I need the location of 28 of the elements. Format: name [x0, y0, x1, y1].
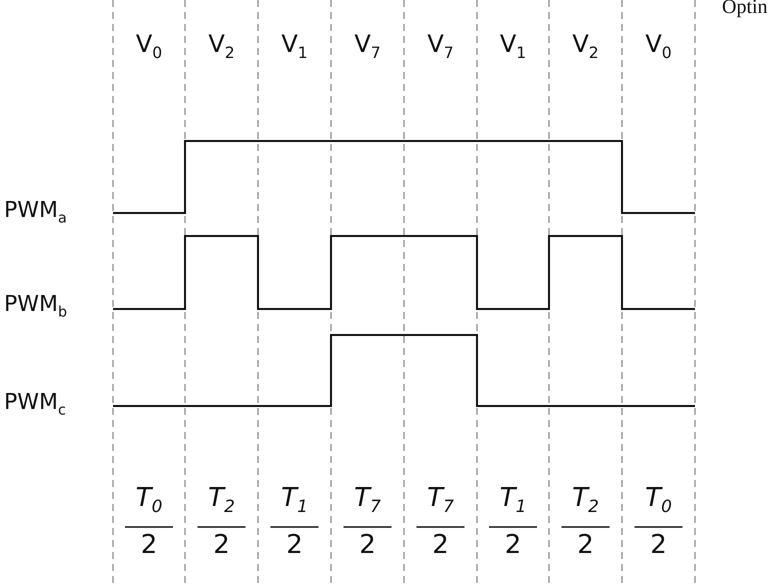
vector-label: V$_{2}$	[571, 30, 600, 62]
time-label: T$_{0}$	[134, 483, 164, 516]
signal-label: PWM$_{b}$	[4, 292, 68, 320]
vector-label: V$_{0}$	[644, 30, 673, 62]
time-label: T$_{7}$	[353, 483, 382, 516]
vector-label: V$_{2}$	[207, 30, 236, 62]
denominator: 2	[576, 530, 595, 560]
time-label: T$_{1}$	[498, 483, 528, 516]
vector-label: V$_{7}$	[353, 30, 382, 62]
vector-label: V$_{0}$	[134, 30, 164, 62]
denominator: 2	[358, 530, 377, 560]
denominator: 2	[504, 530, 522, 560]
vector-label: V$_{1}$	[280, 30, 309, 62]
time-label: T$_{2}$	[207, 483, 236, 516]
vector-label: V$_{7}$	[426, 30, 455, 62]
denominator: 2	[649, 530, 668, 560]
cut-off-heading: Optin	[722, 0, 768, 19]
signal-label: PWM$_{c}$	[4, 390, 66, 418]
time-label: T$_{2}$	[571, 483, 600, 516]
denominator: 2	[285, 530, 304, 560]
vector-label: V$_{1}$	[498, 30, 528, 62]
time-label: T$_{0}$	[644, 483, 673, 516]
denominator: 2	[212, 530, 231, 560]
time-label: T$_{1}$	[280, 483, 309, 516]
denominator: 2	[140, 530, 158, 560]
denominator: 2	[431, 530, 450, 560]
time-label: T$_{7}$	[426, 483, 455, 516]
signal-label: PWM$_{a}$	[4, 198, 67, 226]
